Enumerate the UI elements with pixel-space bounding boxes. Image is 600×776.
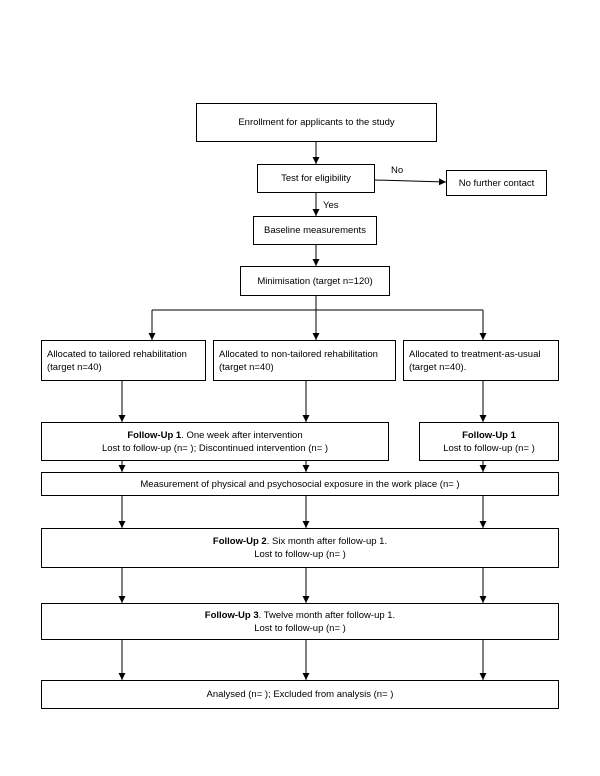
yes-label: Yes [323, 200, 339, 211]
arm-nontailored-box: Allocated to non-tailored rehabilitation… [213, 340, 396, 381]
fu1-left-line1: Follow-Up 1. One week after intervention [127, 429, 302, 442]
no-contact-box: No further contact [446, 170, 547, 196]
fu2-rest: . Six month after follow-up 1. [266, 536, 388, 547]
fu3-title: Follow-Up 3 [204, 609, 259, 621]
enrollment-text: Enrollment for applicants to the study [238, 117, 395, 128]
no-label: No [391, 165, 404, 176]
arrow-eligibility-nocontact [374, 178, 447, 186]
fu1-left-box: Follow-Up 1. One week after intervention… [41, 422, 389, 461]
fu3-line2: Lost to follow-up (n= ) [254, 622, 346, 634]
fu2-line2: Lost to follow-up (n= ) [254, 549, 346, 560]
analysed-text: Analysed (n= ); Excluded from analysis (… [206, 689, 394, 700]
exposure-box: Measurement of physical and psychosocial… [41, 472, 559, 496]
fu1-left-rest: . One week after intervention [181, 429, 303, 441]
arm-nontailored-line2: (target n=40) [219, 361, 274, 373]
eligibility-text: Test for eligibility [281, 173, 351, 184]
arm-tailored-line2: (target n=40) [47, 361, 102, 373]
arm-tailored-box: Allocated to tailored rehabilitation (ta… [41, 340, 206, 381]
fu3-line1: Follow-Up 3. Twelve month after follow-u… [205, 609, 395, 622]
analysed-box: Analysed (n= ); Excluded from analysis (… [41, 680, 559, 709]
fu1-left-line2: Lost to follow-up (n= ); Discontinued in… [101, 442, 328, 454]
fu2-title: Follow-Up 2 [212, 536, 267, 547]
arm-nontailored-line1: Allocated to non-tailored rehabilitation [219, 348, 378, 360]
minimisation-text: Minimisation (target n=120) [257, 275, 373, 287]
exposure-text: Measurement of physical and psychosocial… [140, 478, 460, 490]
fu2-line1: Follow-Up 2. Six month after follow-up 1… [213, 535, 387, 548]
fu1-right-line2: Lost to follow-up (n= ) [443, 442, 535, 454]
baseline-box: Baseline measurements [253, 216, 377, 245]
fu3-rest: . Twelve month after follow-up 1. [258, 609, 396, 621]
no-contact-text: No further contact [458, 177, 535, 189]
arm-tailored-line1: Allocated to tailored rehabilitation [47, 348, 187, 360]
arm-usual-box: Allocated to treatment-as-usual (target … [403, 340, 559, 381]
baseline-text: Baseline measurements [264, 225, 366, 236]
enrollment-box: Enrollment for applicants to the study [196, 103, 437, 142]
eligibility-box: Test for eligibility [257, 164, 375, 193]
minimisation-box: Minimisation (target n=120) [240, 266, 390, 296]
fu1-right-box: Follow-Up 1 Lost to follow-up (n= ) [419, 422, 559, 461]
arm-usual-line1: Allocated to treatment-as-usual [409, 348, 541, 360]
fu3-box: Follow-Up 3. Twelve month after follow-u… [41, 603, 559, 640]
fu1-left-title: Follow-Up 1 [127, 429, 182, 441]
fu1-right-title: Follow-Up 1 [462, 429, 516, 441]
fu2-box: Follow-Up 2. Six month after follow-up 1… [41, 528, 559, 568]
arm-usual-line2: (target n=40). [409, 361, 467, 373]
